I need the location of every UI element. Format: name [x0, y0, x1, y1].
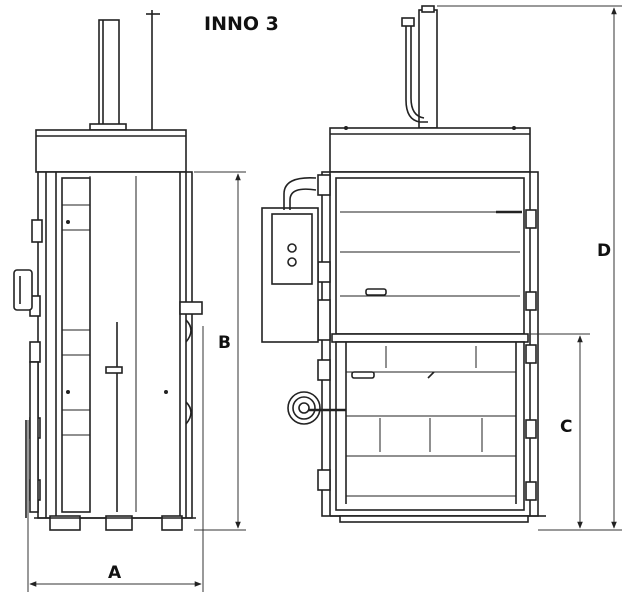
dimension-label-b: B — [218, 333, 231, 353]
side-view — [13, 10, 203, 531]
dimension-c: C — [530, 333, 590, 531]
dimension-label-a: A — [108, 563, 122, 583]
dimension-a: A — [27, 326, 204, 592]
dimension-b: B — [194, 171, 246, 531]
dimension-d: D — [437, 5, 622, 531]
dimension-label-c: C — [560, 417, 572, 437]
front-view — [261, 5, 546, 523]
drawing-title: INNO 3 — [204, 13, 279, 35]
dimension-label-d: D — [597, 241, 611, 261]
